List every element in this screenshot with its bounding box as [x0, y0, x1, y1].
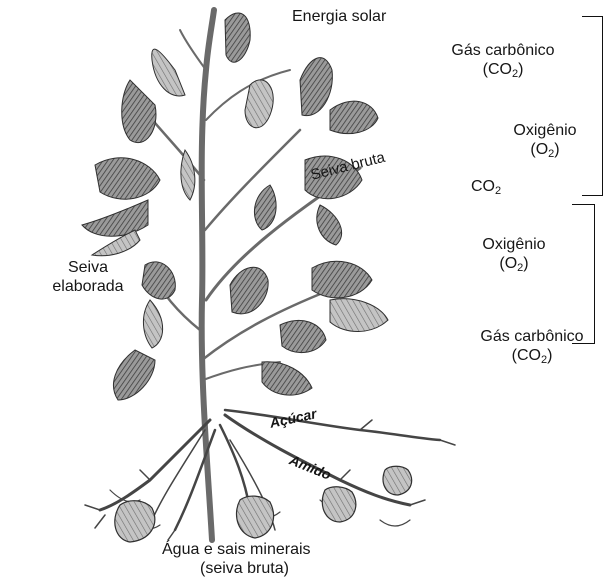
- leaf: [304, 155, 363, 200]
- co2-top-formula: (CO2): [482, 61, 524, 80]
- oxigenio-top-label: Oxigênio (O2): [500, 121, 590, 164]
- gas-carbonico-top-label: Gás carbônico (CO2): [438, 41, 568, 84]
- plant-leaves: [81, 12, 389, 401]
- bracket-top: [582, 16, 603, 196]
- oxigenio-bottom-name: Oxigênio: [482, 236, 546, 253]
- leaf: [81, 199, 149, 237]
- bracket-bottom: [572, 204, 595, 344]
- leaf: [311, 260, 373, 299]
- leaf: [244, 79, 274, 128]
- oxigenio-top-name: Oxigênio: [513, 122, 577, 139]
- gas-carbonico-top-name: Gás carbônico: [451, 42, 555, 59]
- gas-carbonico-bottom-name: Gás carbônico: [480, 328, 584, 345]
- gas-carbonico-bottom-label: Gás carbônico (CO2): [462, 327, 602, 370]
- energia-solar-label: Energia solar: [292, 8, 387, 25]
- leaf: [329, 100, 379, 134]
- seiva-bruta-bottom-label: (seiva bruta): [200, 560, 289, 577]
- leaf: [316, 204, 342, 246]
- leaf: [279, 320, 327, 353]
- leaf: [121, 79, 157, 143]
- root-tubers: [114, 465, 413, 543]
- leaf: [329, 298, 389, 332]
- o2-bottom-formula: (O2): [499, 255, 529, 274]
- agua-sais-label: Água e sais minerais: [162, 541, 311, 558]
- leaf: [94, 157, 161, 200]
- leaf: [151, 48, 186, 97]
- co2-bottom-formula: (CO2): [511, 347, 553, 366]
- leaf: [180, 148, 196, 201]
- o2-top-formula: (O2): [530, 141, 560, 160]
- leaf: [254, 184, 277, 231]
- seiva-elaborada-label: Seiva elaborada: [38, 258, 138, 296]
- leaf: [229, 266, 269, 315]
- co2-mid-label: CO2: [471, 178, 502, 197]
- leaf: [261, 361, 313, 396]
- leaf: [224, 12, 251, 63]
- leaf: [90, 229, 141, 257]
- leaf: [113, 349, 156, 401]
- seiva-elaborada-line1: Seiva: [67, 259, 109, 276]
- leaf: [143, 299, 164, 349]
- leaf: [141, 261, 176, 300]
- seiva-elaborada-line2: elaborada: [52, 278, 124, 295]
- leaf: [299, 57, 333, 117]
- oxigenio-bottom-label: Oxigênio (O2): [464, 235, 564, 278]
